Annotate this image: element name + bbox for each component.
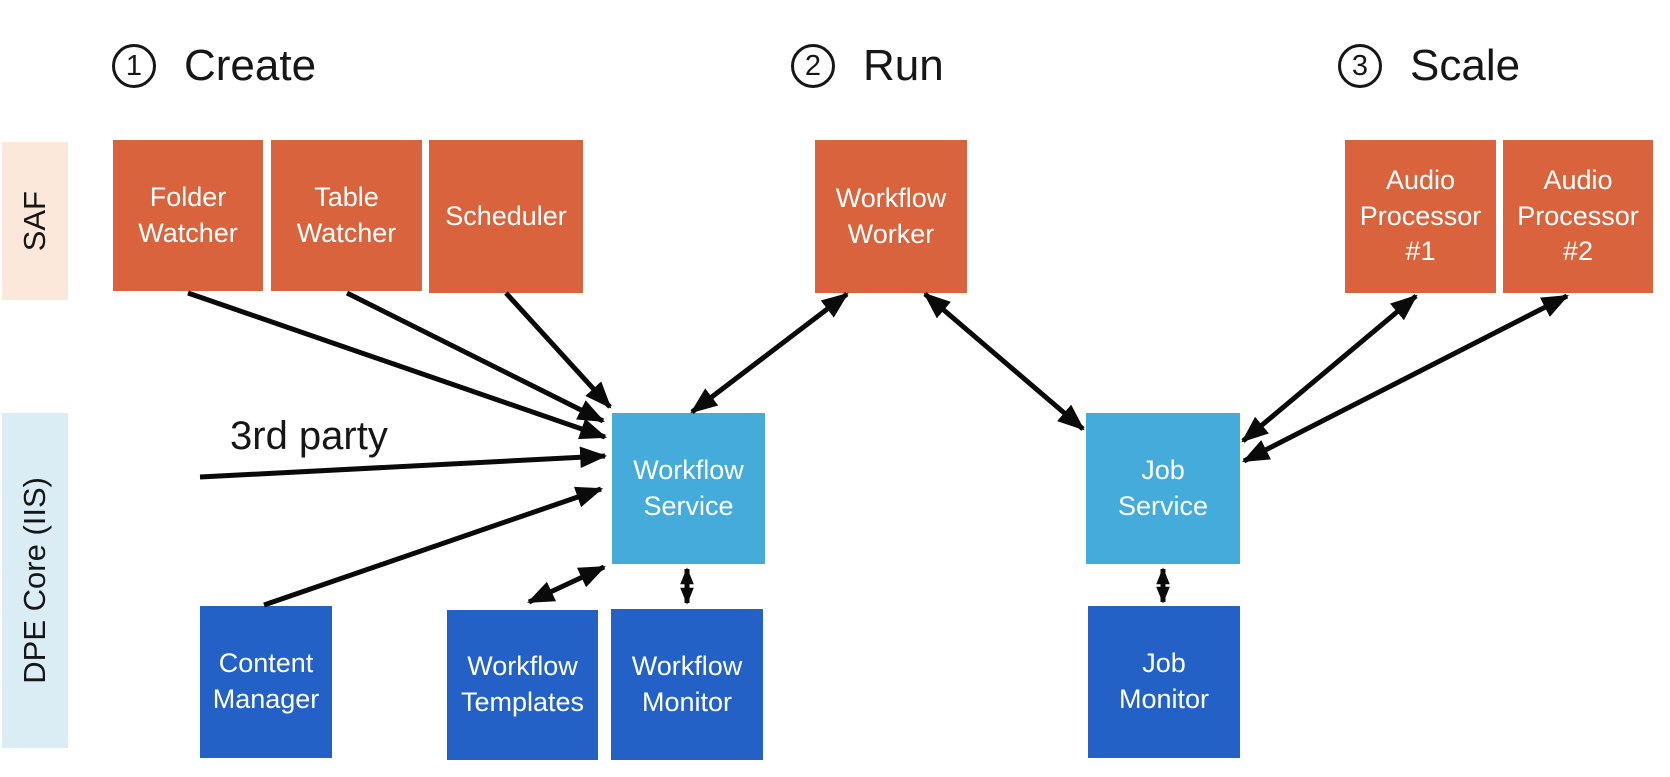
node-job-monitor: Job Monitor [1088,606,1240,758]
step-heading-run: 2 Run [791,41,944,91]
node-table-watcher: Table Watcher [271,140,422,291]
step-heading-scale: 3 Scale [1338,41,1520,91]
node-job-service: Job Service [1086,413,1240,564]
edge-table-watcher-to-workflow-service [345,290,605,424]
third-party-label: 3rd party [230,414,388,458]
lane-dpe-core: DPE Core (IIS) [2,413,68,748]
node-workflow-service: Workflow Service [612,413,765,564]
node-audio-processor-1: Audio Processor #1 [1345,140,1496,293]
node-content-manager: Content Manager [200,606,332,758]
step-label-create: Create [184,41,317,90]
lane-dpe-core-label: DPE Core (IIS) [17,477,52,684]
edge-workflow-templates-to-workflow-service [527,564,606,605]
edge-workflow-worker-to-job-service [923,292,1085,431]
edge-job-service-to-audio-processor-1 [1241,294,1418,443]
node-workflow-monitor: Workflow Monitor [611,609,763,760]
node-folder-watcher: Folder Watcher [113,140,263,291]
step-heading-create: 1 Create [112,41,316,91]
lane-saf-label: SAF [17,190,52,252]
edge-job-service-to-audio-processor-2 [1242,293,1569,464]
edge-content-manager-to-workflow-service [263,486,604,608]
node-workflow-worker: Workflow Worker [815,140,967,293]
node-scheduler: Scheduler [429,140,583,293]
step-label-scale: Scale [1410,41,1521,90]
lane-saf: SAF [2,142,68,300]
circled-number-1-icon: 1 [112,44,156,88]
edge-scheduler-to-workflow-service [504,291,612,409]
edge-workflow-service-to-workflow-worker [690,292,849,414]
node-workflow-templates: Workflow Templates [447,610,598,760]
step-label-run: Run [863,41,944,90]
node-audio-processor-2: Audio Processor #2 [1503,140,1653,293]
edge-third-party-to-workflow-service [199,446,608,480]
circled-number-3-icon: 3 [1338,44,1382,88]
circled-number-2-icon: 2 [791,44,835,88]
